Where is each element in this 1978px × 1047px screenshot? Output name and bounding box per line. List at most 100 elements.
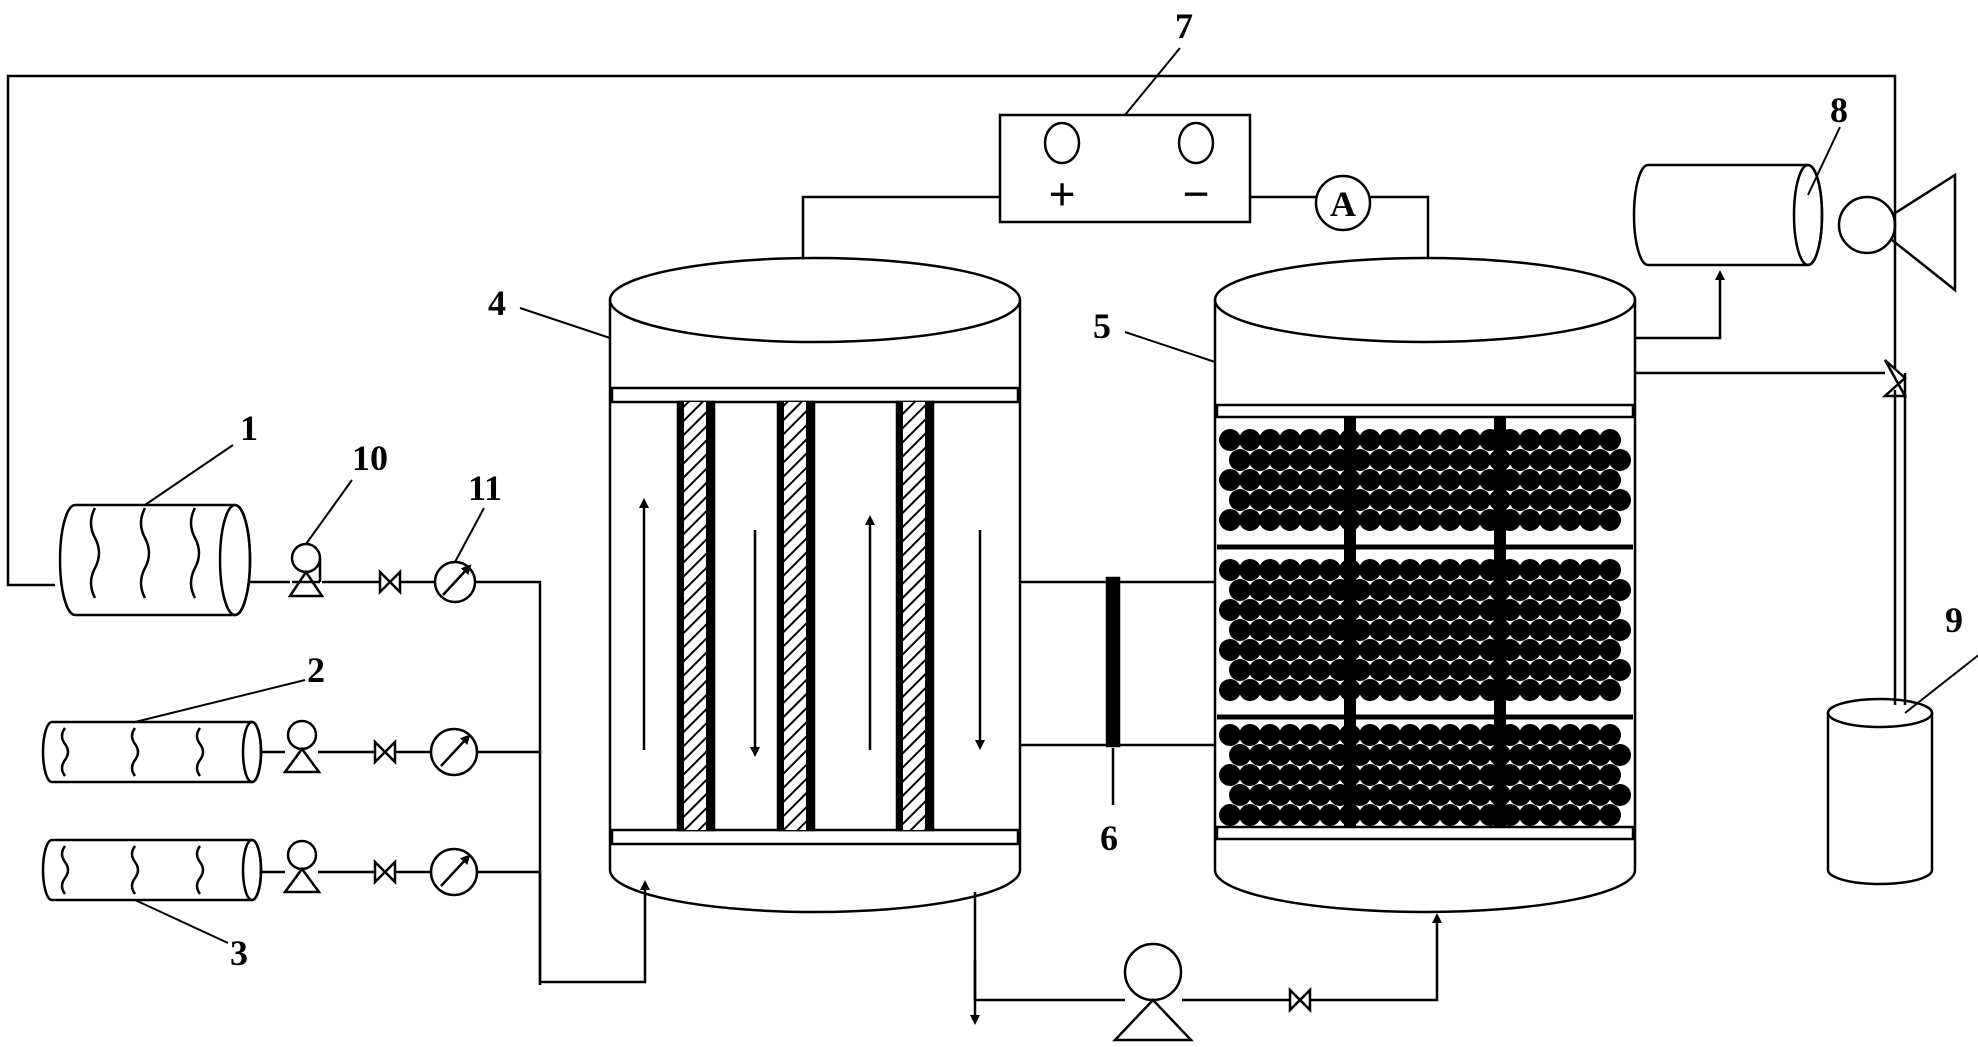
packing-ball xyxy=(1349,579,1371,601)
packing-ball xyxy=(1409,619,1431,641)
packing-ball xyxy=(1239,639,1261,661)
packing-ball xyxy=(1449,579,1471,601)
packing-ball xyxy=(1249,579,1271,601)
packing-ball xyxy=(1339,639,1361,661)
packing-ball xyxy=(1409,489,1431,511)
packing-ball xyxy=(1489,744,1511,766)
packing-ball xyxy=(1469,579,1491,601)
packing-ball xyxy=(1539,639,1561,661)
packing-ball xyxy=(1319,559,1341,581)
packing-ball xyxy=(1269,659,1291,681)
packing-ball xyxy=(1219,469,1241,491)
packing-ball xyxy=(1219,679,1241,701)
packing-ball xyxy=(1559,639,1581,661)
feed-tank-3 xyxy=(41,838,263,902)
packing-ball xyxy=(1269,744,1291,766)
packing-ball xyxy=(1259,429,1281,451)
packing-ball xyxy=(1589,659,1611,681)
packing-ball xyxy=(1369,784,1391,806)
packing-ball xyxy=(1279,469,1301,491)
packing-ball xyxy=(1379,469,1401,491)
packing-ball xyxy=(1279,599,1301,621)
packing-ball xyxy=(1399,599,1421,621)
packing-ball xyxy=(1219,509,1241,531)
packing-ball xyxy=(1379,764,1401,786)
packing-ball xyxy=(1549,659,1571,681)
packing-ball xyxy=(1609,449,1631,471)
packing-ball xyxy=(1329,449,1351,471)
packing-ball xyxy=(1319,804,1341,826)
negative-terminal-symbol: − xyxy=(1182,168,1209,221)
packing-ball xyxy=(1559,469,1581,491)
packing-ball xyxy=(1569,489,1591,511)
packing-ball xyxy=(1419,679,1441,701)
packing-ball xyxy=(1439,639,1461,661)
packing-ball xyxy=(1369,449,1391,471)
packing-ball xyxy=(1529,449,1551,471)
packing-ball xyxy=(1519,599,1541,621)
packing-ball xyxy=(1279,724,1301,746)
packing-ball xyxy=(1239,804,1261,826)
packing-ball xyxy=(1439,429,1461,451)
packing-ball xyxy=(1509,449,1531,471)
packing-ball xyxy=(1599,559,1621,581)
packing-ball xyxy=(1529,744,1551,766)
packing-ball xyxy=(1359,509,1381,531)
packing-ball xyxy=(1539,509,1561,531)
packing-ball xyxy=(1379,559,1401,581)
packing-ball xyxy=(1249,449,1271,471)
packing-ball xyxy=(1249,659,1271,681)
packing-ball xyxy=(1559,679,1581,701)
packing-ball xyxy=(1519,804,1541,826)
packing-ball xyxy=(1289,659,1311,681)
packing-ball xyxy=(1409,449,1431,471)
packing-ball xyxy=(1579,764,1601,786)
packing-ball xyxy=(1539,679,1561,701)
packing-ball xyxy=(1419,509,1441,531)
packing-ball xyxy=(1249,744,1271,766)
packing-ball xyxy=(1499,639,1521,661)
anode-wire xyxy=(801,195,1000,258)
packing-ball xyxy=(1299,804,1321,826)
packing-ball xyxy=(1319,469,1341,491)
packing-ball xyxy=(1339,429,1361,451)
packing-ball xyxy=(1319,599,1341,621)
packing-ball xyxy=(1339,724,1361,746)
packing-ball xyxy=(1349,449,1371,471)
packing-ball xyxy=(1359,724,1381,746)
packing-ball xyxy=(1509,744,1531,766)
packing-ball xyxy=(1579,724,1601,746)
packing-ball xyxy=(1399,509,1421,531)
packing-ball xyxy=(1299,764,1321,786)
packing-ball xyxy=(1289,579,1311,601)
packing-ball xyxy=(1249,784,1271,806)
packing-ball xyxy=(1229,659,1251,681)
packing-ball xyxy=(1339,559,1361,581)
packing-ball xyxy=(1339,804,1361,826)
packing-ball xyxy=(1599,639,1621,661)
packing-ball xyxy=(1379,429,1401,451)
packing-ball xyxy=(1519,559,1541,581)
packing-ball xyxy=(1549,619,1571,641)
pump-2 xyxy=(282,719,322,774)
packing-ball xyxy=(1529,659,1551,681)
packing-ball xyxy=(1549,784,1571,806)
packing-ball xyxy=(1389,659,1411,681)
packing-ball xyxy=(1399,724,1421,746)
packing-ball xyxy=(1239,679,1261,701)
packing-ball xyxy=(1519,724,1541,746)
packing-ball xyxy=(1479,599,1501,621)
packing-ball xyxy=(1309,449,1331,471)
packing-ball xyxy=(1459,559,1481,581)
packing-ball xyxy=(1429,619,1451,641)
packing-ball xyxy=(1569,579,1591,601)
packing-ball xyxy=(1359,559,1381,581)
packing-ball xyxy=(1489,784,1511,806)
packing-ball xyxy=(1579,429,1601,451)
packing-ball xyxy=(1279,804,1301,826)
packing-ball xyxy=(1459,679,1481,701)
packing-ball xyxy=(1599,764,1621,786)
packing-ball xyxy=(1579,639,1601,661)
packing-ball xyxy=(1449,489,1471,511)
